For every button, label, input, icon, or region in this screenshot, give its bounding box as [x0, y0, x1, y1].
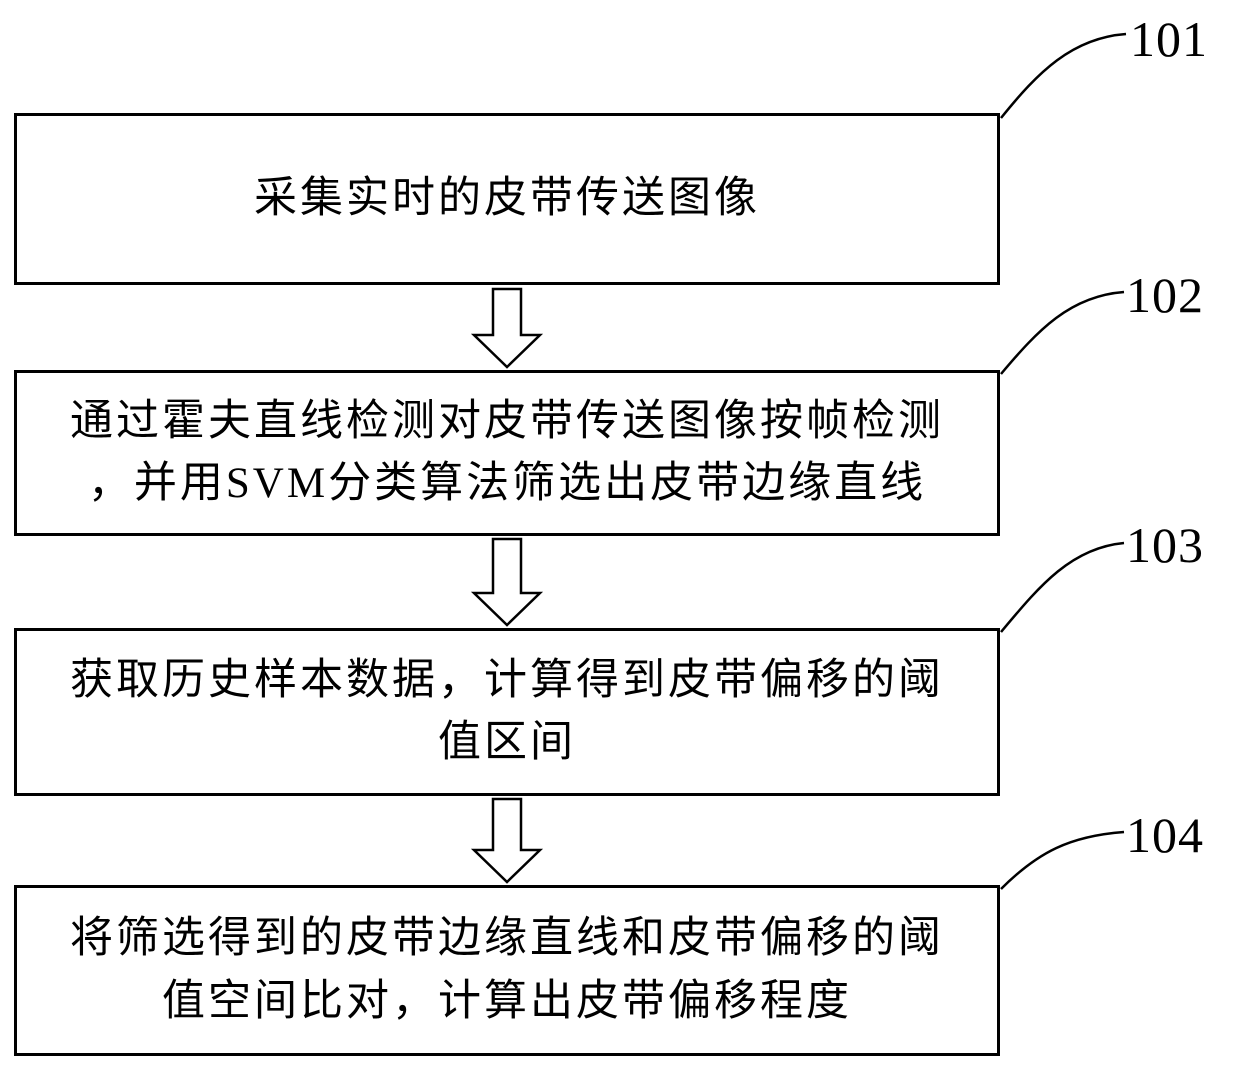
- down-arrow-3: [470, 797, 544, 884]
- flow-step-3-text-line-1: 获取历史样本数据，计算得到皮带偏移的阈: [70, 656, 944, 704]
- down-arrow-2: [470, 537, 544, 627]
- flow-step-2-text-line-2: ，并用SVM分类算法筛选出皮带边缘直线: [87, 460, 927, 507]
- step-ref-103: 103: [1126, 517, 1204, 573]
- flow-step-box-2: 通过霍夫直线检测对皮带传送图像按帧检测 ，并用SVM分类算法筛选出皮带边缘直线: [14, 370, 1000, 536]
- callout-curve-103: [1000, 541, 1125, 633]
- callout-curve-104: [1000, 830, 1125, 890]
- flow-step-4-text-line-1: 将筛选得到的皮带边缘直线和皮带偏移的阈: [70, 915, 944, 963]
- flow-step-3-text-line-2: 值区间: [438, 719, 576, 766]
- down-arrow-1: [470, 287, 544, 369]
- flow-step-box-4: 将筛选得到的皮带边缘直线和皮带偏移的阈 值空间比对，计算出皮带偏移程度: [14, 885, 1000, 1056]
- callout-curve-101: [1000, 32, 1127, 119]
- step-ref-104: 104: [1126, 807, 1204, 863]
- step-ref-102: 102: [1126, 267, 1204, 323]
- flow-step-box-1: 采集实时的皮带传送图像: [14, 113, 1000, 285]
- flow-step-box-3: 获取历史样本数据，计算得到皮带偏移的阈 值区间: [14, 628, 1000, 796]
- flow-step-2-text-line-1: 通过霍夫直线检测对皮带传送图像按帧检测: [70, 397, 944, 445]
- flow-step-4-text-line-2: 值空间比对，计算出皮带偏移程度: [162, 977, 852, 1025]
- step-ref-101: 101: [1130, 11, 1208, 67]
- callout-curve-102: [1000, 290, 1125, 375]
- flow-step-1-text: 采集实时的皮带传送图像: [254, 174, 760, 222]
